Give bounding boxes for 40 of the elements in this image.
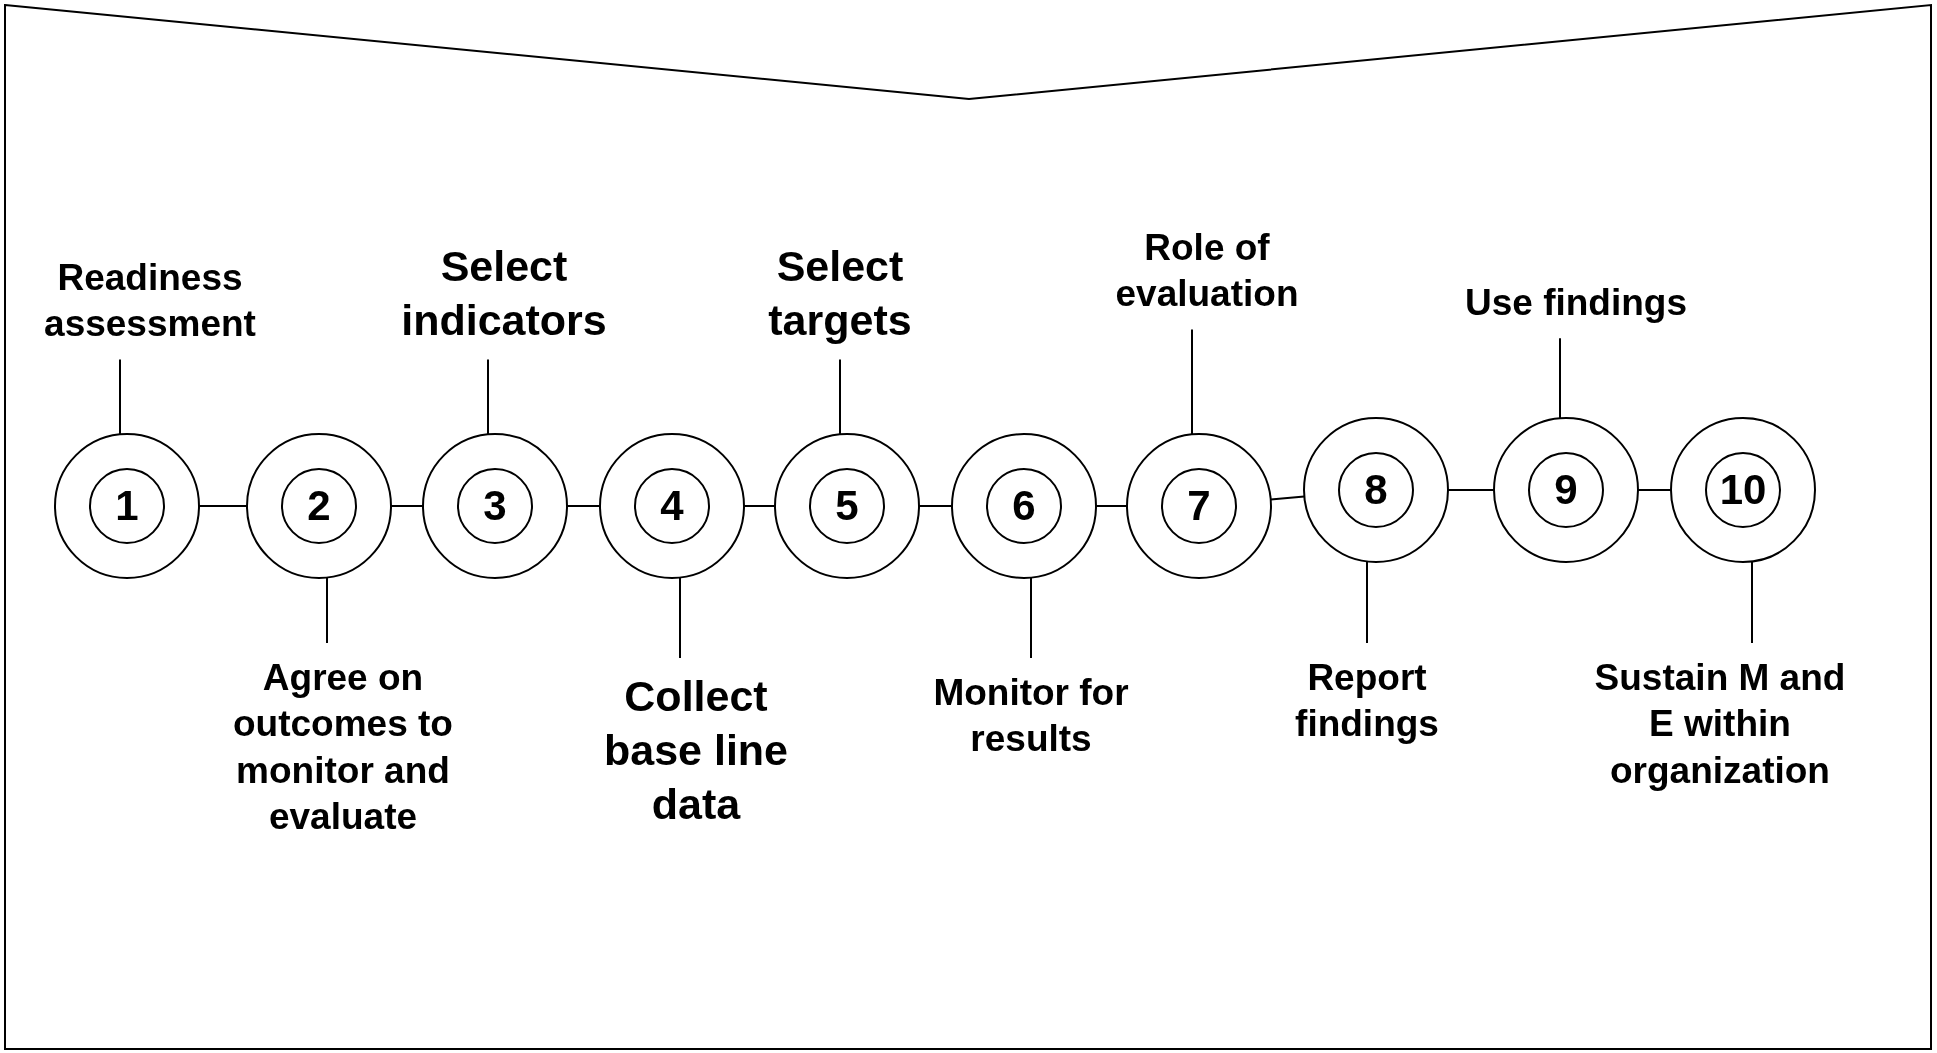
step-circle xyxy=(1125,432,1273,580)
step-label: Report findings xyxy=(1267,655,1467,748)
step-label: Use findings xyxy=(1426,280,1726,327)
leader-line xyxy=(487,358,489,436)
step-circle xyxy=(245,432,393,580)
step-label: Monitor for results xyxy=(901,670,1161,763)
leader-line xyxy=(1751,560,1753,644)
leader-line xyxy=(679,576,681,659)
step-number: 8 xyxy=(1364,469,1388,511)
step-circle xyxy=(1492,416,1640,564)
step-circle xyxy=(950,432,1098,580)
step-number: 5 xyxy=(835,485,859,527)
step-label: Role of evaluation xyxy=(1087,225,1327,318)
leader-line xyxy=(326,576,328,644)
step-number: 6 xyxy=(1012,485,1036,527)
leader-line xyxy=(1559,337,1561,420)
step-number: 7 xyxy=(1187,485,1211,527)
step-number: 10 xyxy=(1719,469,1767,511)
leader-line xyxy=(1366,560,1368,644)
step-number: 4 xyxy=(660,485,684,527)
step-circle xyxy=(1302,416,1450,564)
step-label: Select indicators xyxy=(374,240,634,348)
step-circle xyxy=(1669,416,1817,564)
leader-line xyxy=(839,358,841,436)
step-label: Sustain M and E within organization xyxy=(1580,655,1860,794)
step-circle xyxy=(53,432,201,580)
step-number: 3 xyxy=(483,485,507,527)
step-label: Agree on outcomes to monitor and evaluate xyxy=(203,655,483,840)
leader-line xyxy=(119,358,121,436)
step-label: Collect base line data xyxy=(581,670,811,832)
leader-line xyxy=(1030,576,1032,659)
step-number: 1 xyxy=(115,485,139,527)
step-label: Readiness assessment xyxy=(20,255,280,348)
step-number: 2 xyxy=(307,485,331,527)
leader-line xyxy=(1191,328,1193,436)
step-label: Select targets xyxy=(740,240,940,348)
step-circle xyxy=(421,432,569,580)
step-circle xyxy=(773,432,921,580)
step-number: 9 xyxy=(1554,469,1578,511)
step-circle xyxy=(598,432,746,580)
